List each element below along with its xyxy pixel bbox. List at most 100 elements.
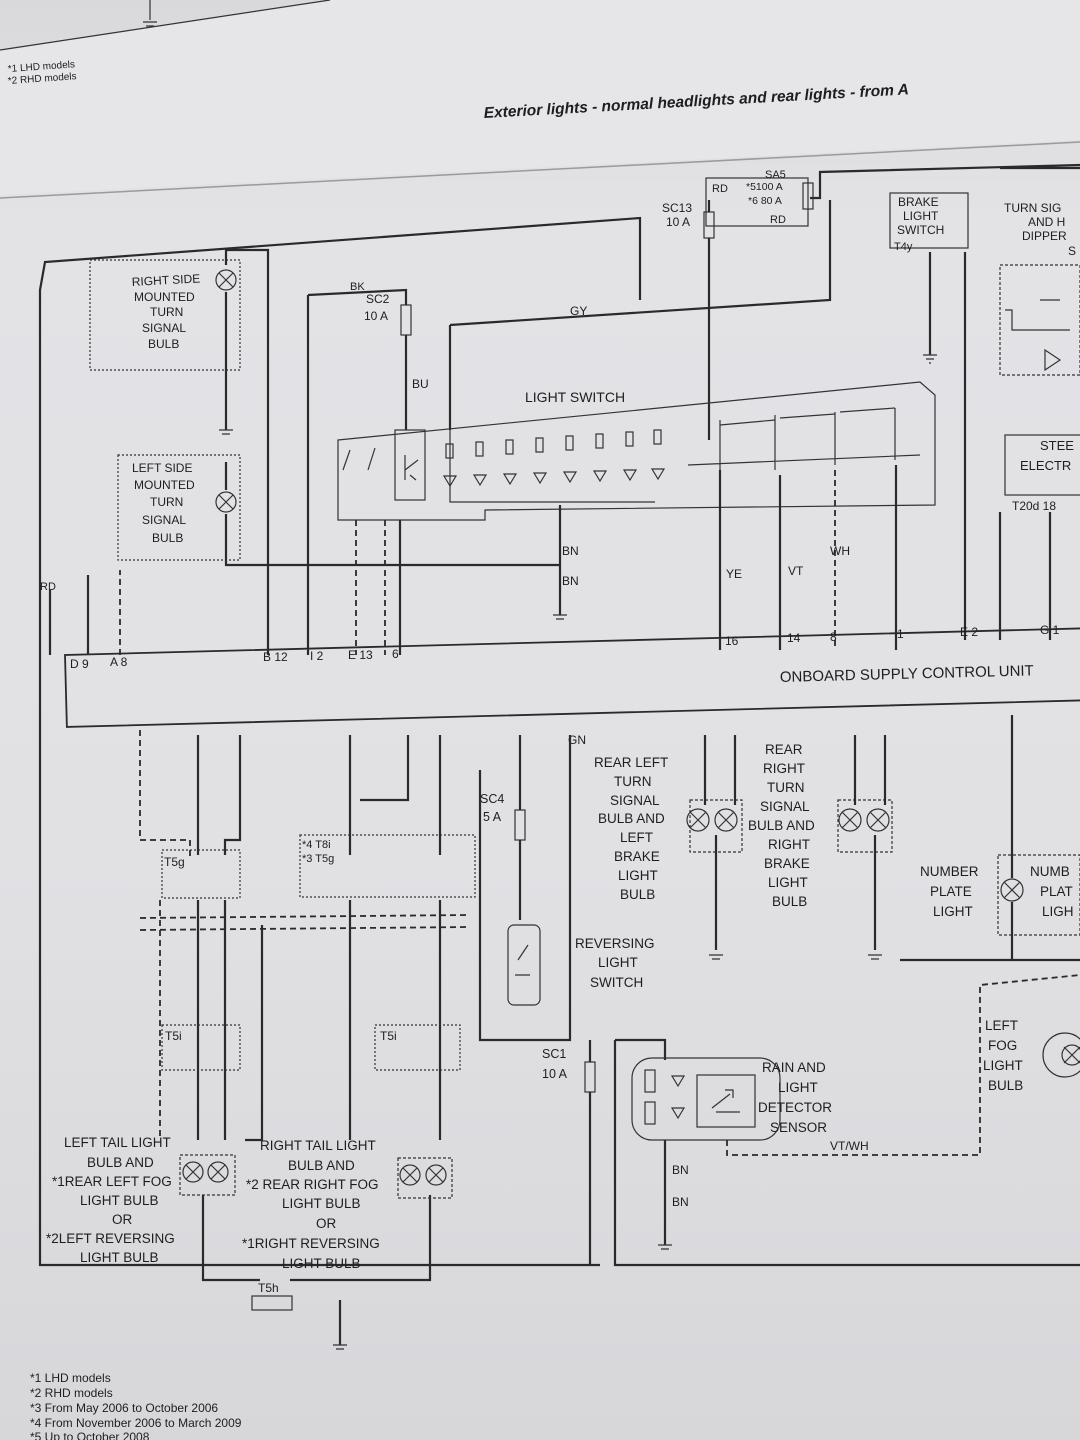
brake-l2: LIGHT: [903, 209, 939, 223]
fuse-sc4-id: SC4: [480, 792, 504, 806]
fuse-sc1-rating: 10 A: [542, 1067, 568, 1081]
conn-e2: E 2: [960, 625, 978, 639]
rev-l3: SWITCH: [590, 975, 643, 990]
conn-t5i-right: T5i: [380, 1029, 397, 1043]
conn-t5g-3: *3 T5g: [302, 853, 334, 865]
footnote-2: *2 RHD models: [30, 1386, 113, 1400]
rr-l9: BULB: [772, 894, 807, 909]
onboard-label: ONBOARD SUPPLY CONTROL UNIT: [780, 662, 1034, 686]
wire-label-gn-1: GN: [568, 733, 586, 747]
t5h-label: T5h: [258, 1281, 279, 1295]
rain-l2: LIGHT: [778, 1080, 818, 1095]
rt-l3: *2 REAR RIGHT FOG: [246, 1177, 379, 1192]
top-note-1: *1 LHD models: [7, 59, 75, 75]
rs-turn-l4: SIGNAL: [142, 321, 186, 335]
rl-l7: LIGHT: [618, 868, 658, 883]
reversing-light-switch: REVERSING LIGHT SWITCH: [507, 924, 655, 1006]
ls-turn-l1: LEFT SIDE: [132, 461, 192, 475]
lt-l6: *2LEFT REVERSING: [46, 1231, 175, 1246]
rl-l8: BULB: [620, 887, 655, 902]
fog-l2: FOG: [988, 1038, 1017, 1053]
rain-l3: DETECTOR: [758, 1100, 832, 1115]
wire-label-bk-1: BK: [350, 281, 365, 293]
rr-l4: SIGNAL: [760, 799, 810, 814]
steer-conn: T20d 18: [1012, 499, 1056, 513]
left-tail-light: LEFT TAIL LIGHT BULB AND *1REAR LEFT FOG…: [46, 1135, 236, 1265]
footnote-3: *3 From May 2006 to October 2006: [30, 1401, 218, 1415]
fuse-sa5-line1: *5100 A: [746, 181, 783, 193]
turn-l3: DIPPER: [1022, 229, 1067, 243]
fog-l3: LIGHT: [983, 1058, 1023, 1073]
conn-1: 1: [897, 627, 904, 641]
wire-label-bn-3: BN: [672, 1163, 689, 1177]
rear-left-turn-brake-bulb: REAR LEFT TURN SIGNAL BULB AND LEFT BRAK…: [594, 755, 743, 902]
conn-i2: I 2: [310, 649, 324, 663]
wire-label-bu-1: BU: [412, 377, 429, 391]
rr-l8: LIGHT: [768, 875, 808, 890]
rt-l5: OR: [316, 1216, 337, 1231]
conn-8: 8: [830, 630, 837, 644]
ls-turn-l3: TURN: [150, 495, 183, 509]
rr-l1: REAR: [765, 742, 803, 757]
brake-l3: SWITCH: [897, 223, 944, 237]
wire-label-gy-1: GY: [570, 304, 587, 318]
footnote-5: *5 Up to October 2008: [30, 1430, 150, 1440]
rr-l7: BRAKE: [764, 856, 810, 871]
rl-l2: TURN: [614, 774, 652, 789]
rs-turn-l5: BULB: [148, 337, 179, 351]
wire-label-vtwh: VT/WH: [830, 1139, 869, 1153]
rl-l5: LEFT: [620, 830, 653, 845]
rain-l1: RAIN AND: [762, 1060, 826, 1075]
ls-turn-l4: SIGNAL: [142, 513, 186, 527]
right-side-turn-signal-bulb: RIGHT SIDE MOUNTED TURN SIGNAL BULB: [89, 259, 241, 371]
light-switch-label: LIGHT SWITCH: [525, 389, 625, 405]
lt-l2: BULB AND: [87, 1155, 154, 1170]
fuse-sc13-rating: 10 A: [666, 215, 690, 229]
fuse-sa5-id: SA5: [765, 169, 786, 181]
left-rd-label: RD: [40, 581, 56, 593]
np2-l2: PLAT: [1040, 884, 1073, 899]
rain-l4: SENSOR: [770, 1120, 827, 1135]
wire-label-rd-2: RD: [770, 214, 786, 226]
lt-l7: LIGHT BULB: [80, 1250, 159, 1265]
np-l2: PLATE: [930, 884, 972, 899]
rr-l3: TURN: [767, 780, 805, 795]
rain-light-detector-sensor: RAIN AND LIGHT DETECTOR SENSOR: [631, 1057, 832, 1141]
rl-l1: REAR LEFT: [594, 755, 668, 770]
steering-electronics: STEE ELECTR T20d 18: [1004, 434, 1080, 513]
lt-l4: LIGHT BULB: [80, 1193, 159, 1208]
steer-l1: STEE: [1040, 438, 1074, 453]
ls-turn-l5: BULB: [152, 531, 183, 545]
conn-e13: E 13: [348, 648, 373, 662]
left-fog-light-bulb: LEFT FOG LIGHT BULB: [983, 1018, 1080, 1093]
wire-label-bn-4: BN: [672, 1195, 689, 1209]
conn-t8i: *4 T8i: [302, 839, 331, 851]
fuse-sc2-rating: 10 A: [364, 309, 388, 323]
rt-l2: BULB AND: [288, 1158, 355, 1173]
conn-g1: G 1: [1040, 623, 1060, 637]
rt-l4: LIGHT BULB: [282, 1196, 361, 1211]
wire-label-vt-1: VT: [788, 564, 804, 578]
conn-14: 14: [787, 631, 801, 645]
np2-l3: LIGH: [1042, 904, 1074, 919]
fuse-sa5-line2: *6 80 A: [748, 195, 782, 207]
fuse-sc2-id: SC2: [366, 292, 390, 306]
rl-l4: BULB AND: [598, 811, 665, 826]
top-note-2: *2 RHD models: [7, 71, 77, 87]
rr-l5: BULB AND: [748, 818, 815, 833]
turn-signal-switch: TURN SIG AND H DIPPER S: [999, 201, 1080, 376]
rs-turn-l2: MOUNTED: [134, 290, 195, 304]
wire-label-bn-1: BN: [562, 544, 579, 558]
rev-l2: LIGHT: [598, 955, 638, 970]
fuse-sc13-id: SC13: [662, 201, 692, 215]
rev-l1: REVERSING: [575, 936, 655, 951]
fog-l1: LEFT: [985, 1018, 1018, 1033]
ground-t5h: T5h: [251, 1281, 293, 1311]
brake-conn: T4y: [894, 241, 913, 253]
conn-d9: D 9: [70, 657, 89, 671]
conn-t5i-left: T5i: [165, 1029, 182, 1043]
ls-turn-l2: MOUNTED: [134, 478, 195, 492]
rs-turn-l1: RIGHT SIDE: [131, 271, 200, 289]
